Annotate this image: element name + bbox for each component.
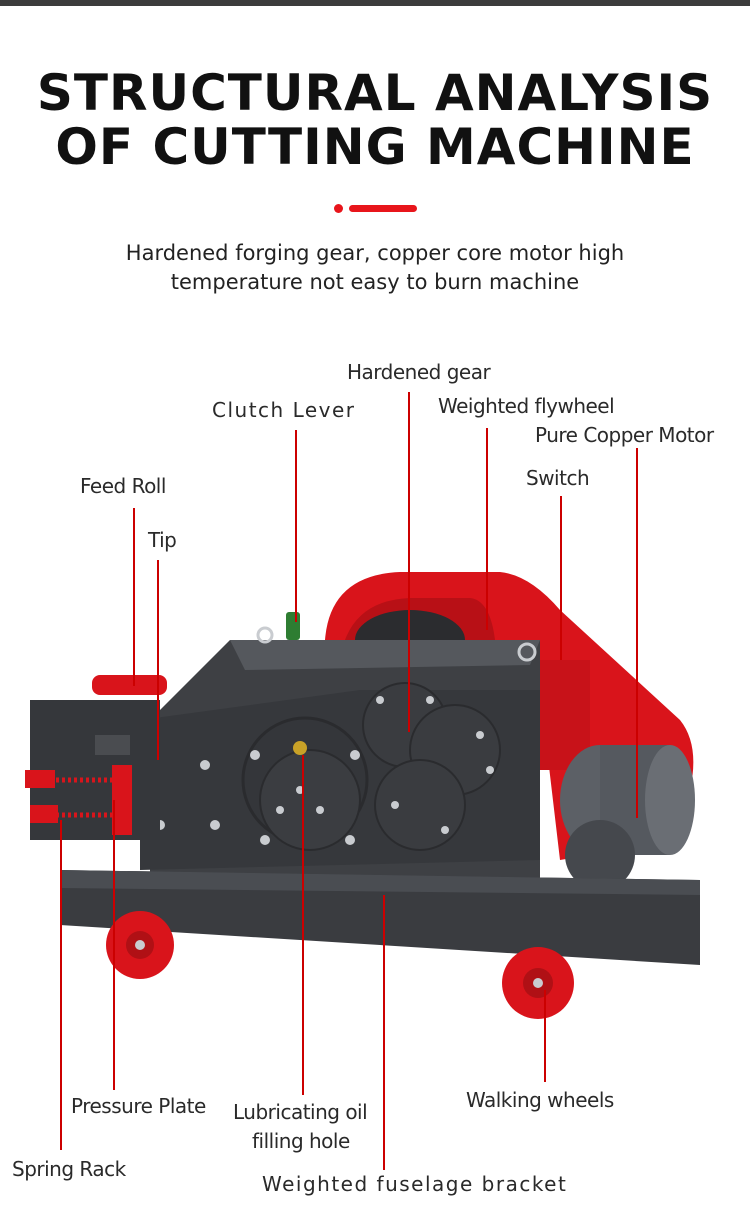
label-feed-roll: Feed Roll — [80, 474, 166, 498]
leader-switch — [560, 496, 562, 660]
label-switch: Switch — [526, 466, 590, 490]
leader-pressure-plate — [113, 800, 115, 1090]
oil-filling-cap — [293, 741, 307, 755]
leader-walking-wheels — [544, 990, 546, 1082]
label-weighted-fuselage-bracket: Weighted fuselage bracket — [262, 1172, 568, 1196]
top-border-bar — [0, 0, 750, 6]
label-hardened-gear: Hardened gear — [347, 360, 491, 384]
divider-dot — [334, 204, 343, 213]
label-walking-wheels: Walking wheels — [466, 1088, 614, 1112]
label-pure-copper-motor: Pure Copper Motor — [535, 423, 714, 447]
leader-lubricating-oil — [302, 755, 304, 1095]
page-title-line1: STRUCTURAL ANALYSIS — [36, 64, 714, 122]
subtitle-line2: temperature not easy to burn machine — [170, 270, 580, 294]
label-pressure-plate: Pressure Plate — [71, 1094, 206, 1118]
label-tip: Tip — [148, 528, 177, 552]
fuselage-bracket — [60, 870, 700, 965]
divider-bar — [349, 205, 417, 212]
leader-hardened-gear — [408, 392, 410, 732]
leader-spring-rack — [60, 820, 62, 1150]
leader-pure-copper-motor — [636, 448, 638, 818]
leader-feed-roll — [133, 508, 135, 686]
clutch-lever-knob — [286, 612, 300, 640]
pressure-plate — [112, 765, 132, 835]
leader-tip — [157, 560, 159, 760]
feed-roll — [92, 675, 167, 695]
label-lubricating-oil-line1: Lubricating oil — [233, 1100, 368, 1124]
leader-fuselage-bracket — [383, 895, 385, 1170]
subtitle-line1: Hardened forging gear, copper core motor… — [125, 241, 625, 265]
page-title-line2: OF CUTTING MACHINE — [55, 118, 695, 176]
label-weighted-flywheel: Weighted flywheel — [438, 394, 615, 418]
leader-clutch-lever — [295, 430, 297, 622]
label-clutch-lever: Clutch Lever — [212, 398, 356, 422]
label-spring-rack: Spring Rack — [12, 1157, 126, 1181]
leader-weighted-flywheel — [486, 428, 488, 630]
label-lubricating-oil-line2: filling hole — [252, 1129, 350, 1153]
